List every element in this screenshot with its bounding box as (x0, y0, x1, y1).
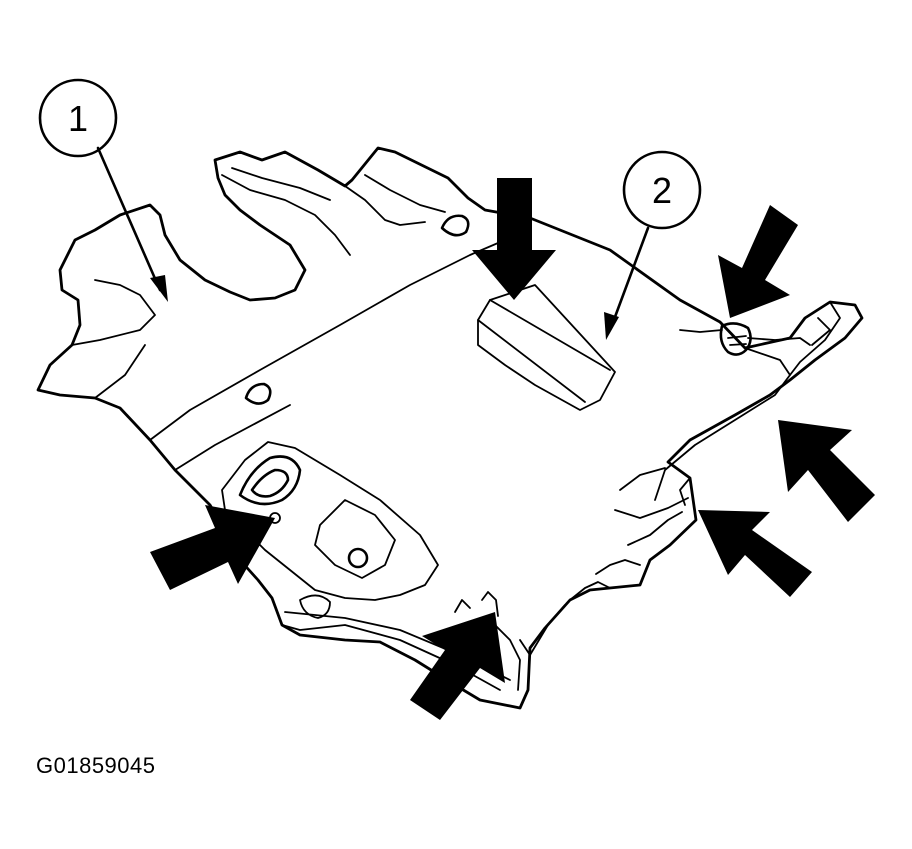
callout-2-arrowhead (604, 312, 619, 340)
arrow-top-right (718, 205, 798, 318)
callout-1-leader (96, 146, 162, 292)
arrow-left (150, 505, 275, 590)
side-rail (454, 301, 841, 691)
figure-code: G01859045 (36, 753, 156, 778)
callout-2: 2 (604, 150, 702, 340)
callout-1: 1 (38, 78, 168, 302)
arrow-right-upper (778, 420, 875, 522)
splash-shield-body (36, 146, 864, 710)
callout-2-label: 2 (652, 170, 672, 211)
callout-2-leader (610, 226, 650, 327)
callout-2-circle (622, 150, 702, 230)
callout-1-circle (38, 78, 118, 158)
fastener-arrows (150, 178, 875, 720)
push-pin-fastener (679, 322, 811, 356)
arrow-bottom-center (410, 612, 505, 720)
arrow-top-center (472, 178, 556, 300)
callout-1-arrowhead (150, 275, 168, 302)
callout-1-label: 1 (68, 98, 88, 139)
arrow-right-lower (698, 510, 812, 597)
